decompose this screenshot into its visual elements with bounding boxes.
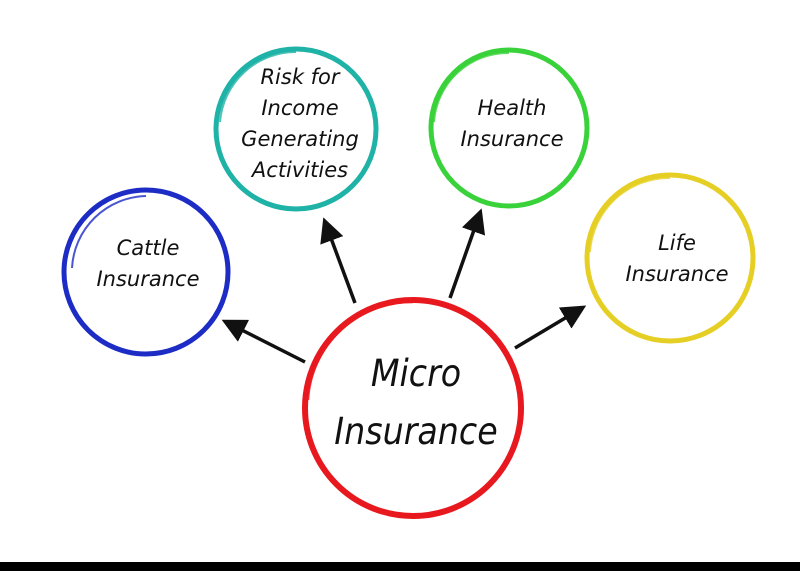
arrow-to-cattle bbox=[221, 319, 306, 364]
risk-circle bbox=[213, 46, 379, 212]
cattle-label: Cattle Insurance bbox=[96, 236, 200, 291]
risk-label: Risk for Income Generating Activities bbox=[241, 65, 359, 182]
life-circle bbox=[584, 172, 756, 344]
bottom-border-bar bbox=[0, 562, 800, 571]
center-label: Micro Insurance bbox=[334, 352, 498, 453]
health-label: Health Insurance bbox=[460, 96, 564, 151]
life-label: Life Insurance bbox=[625, 231, 729, 286]
arrow-to-life bbox=[514, 305, 587, 350]
cattle-circle bbox=[61, 187, 231, 357]
arrow-to-risk bbox=[320, 217, 357, 304]
arrow-to-health bbox=[448, 208, 486, 299]
center-circle bbox=[302, 297, 524, 519]
health-circle bbox=[428, 47, 590, 209]
